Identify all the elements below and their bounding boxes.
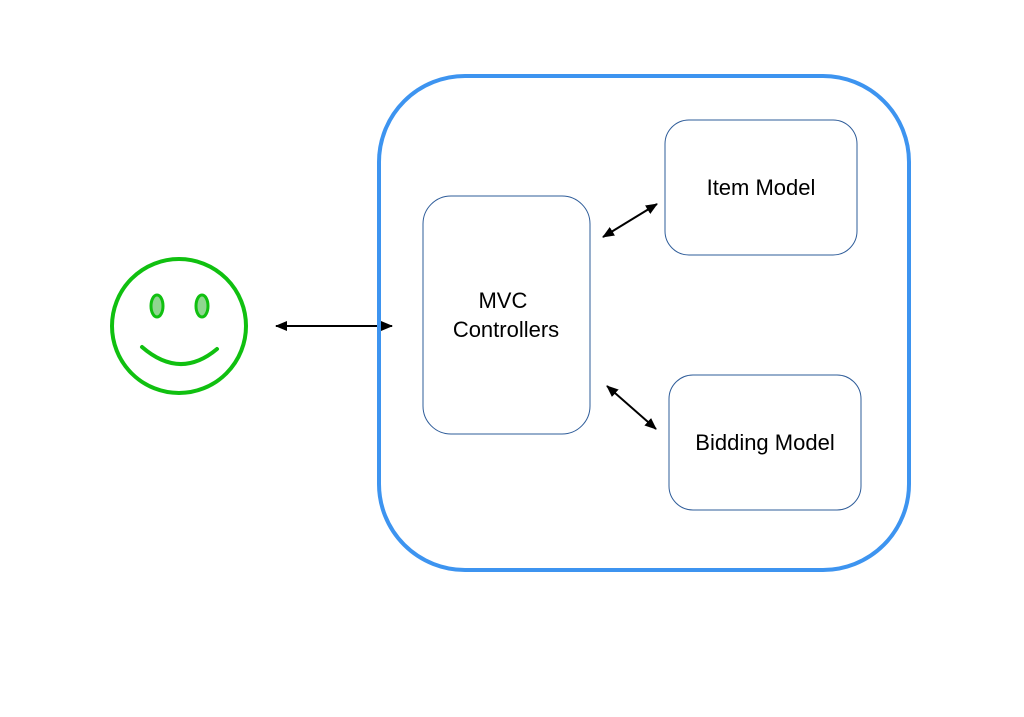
smiley-mouth <box>140 345 219 366</box>
item-model-rect <box>664 119 858 256</box>
arrow-controllers-to-item-model <box>602 203 658 238</box>
svg-text:MVC Controllers: MVC Controllers <box>453 288 559 342</box>
mvc-controllers-label-line2: Controllers <box>453 317 559 342</box>
item-model-box: Item Model <box>664 119 858 256</box>
bidding-model-label: Bidding Model <box>695 430 834 455</box>
smiley-left-eye <box>149 293 165 319</box>
arrow-controllers-to-bidding-model <box>606 385 657 430</box>
smiley-right-eye <box>194 293 210 319</box>
mvc-controllers-box: MVC Controllers <box>422 195 591 435</box>
smiley-head <box>110 257 248 395</box>
bidding-model-box: Bidding Model <box>668 374 862 511</box>
app-container <box>377 74 911 572</box>
item-model-label: Item Model <box>707 175 816 200</box>
mvc-controllers-rect <box>422 195 591 435</box>
mvc-controllers-label-line1: MVC <box>478 288 527 313</box>
bidding-model-rect <box>668 374 862 511</box>
smiley-face-icon <box>110 257 248 395</box>
